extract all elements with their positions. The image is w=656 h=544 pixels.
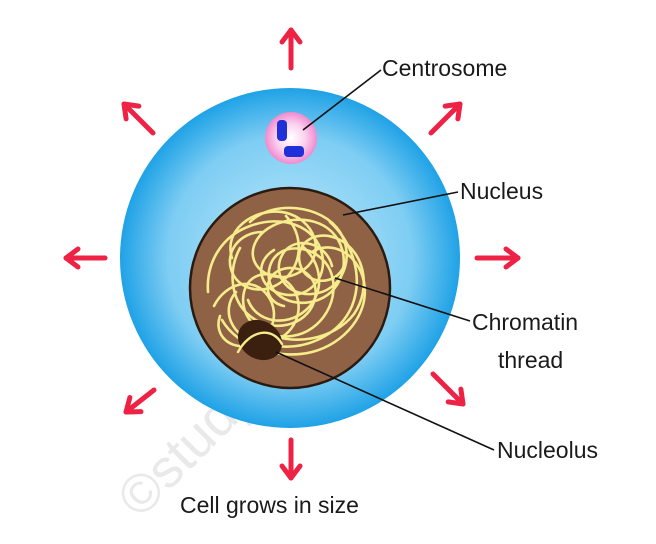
outward-arrow-icon (279, 27, 303, 71)
arrow-head (63, 246, 81, 270)
nucleolus-chromatin-overlay (236, 331, 284, 354)
label-chromatin-line2: thread (498, 347, 563, 373)
arrow-head (503, 246, 521, 270)
outward-arrow-icon (474, 246, 521, 270)
outward-arrow-icon (63, 246, 108, 270)
centrosome (265, 112, 317, 164)
outward-arrow-icon (279, 437, 303, 481)
arrow-shaft (123, 387, 157, 415)
label-chromatin-line1: Chromatin (472, 309, 578, 335)
outward-arrow-icon (123, 387, 157, 415)
nucleus (188, 186, 392, 390)
leader-chromatin (334, 277, 471, 322)
leader-nucleus (342, 191, 459, 216)
outward-arrow-icon (121, 101, 156, 136)
arrow-shaft (121, 101, 156, 136)
arrow-head (279, 463, 303, 481)
label-nucleus: Nucleus (460, 178, 543, 204)
arrow-shaft (428, 101, 463, 136)
arrow-shaft (430, 371, 466, 407)
leader-nucleolus (275, 351, 495, 451)
outward-arrow-icon (428, 101, 463, 136)
leader-centrosome (302, 69, 382, 131)
arrow-head (442, 101, 463, 122)
label-centrosome: Centrosome (382, 55, 507, 81)
caption-cell-grows: Cell grows in size (180, 492, 359, 518)
centriole-icon (277, 120, 287, 141)
arrow-head (279, 27, 303, 45)
centriole-icon (284, 146, 304, 157)
outward-arrow-icon (430, 371, 466, 407)
arrow-head (121, 101, 142, 122)
nucleolus (237, 319, 283, 361)
label-nucleolus: Nucleolus (497, 437, 598, 463)
arrow-head (445, 386, 466, 407)
arrow-head (123, 395, 144, 415)
growth-arrows (63, 27, 521, 481)
